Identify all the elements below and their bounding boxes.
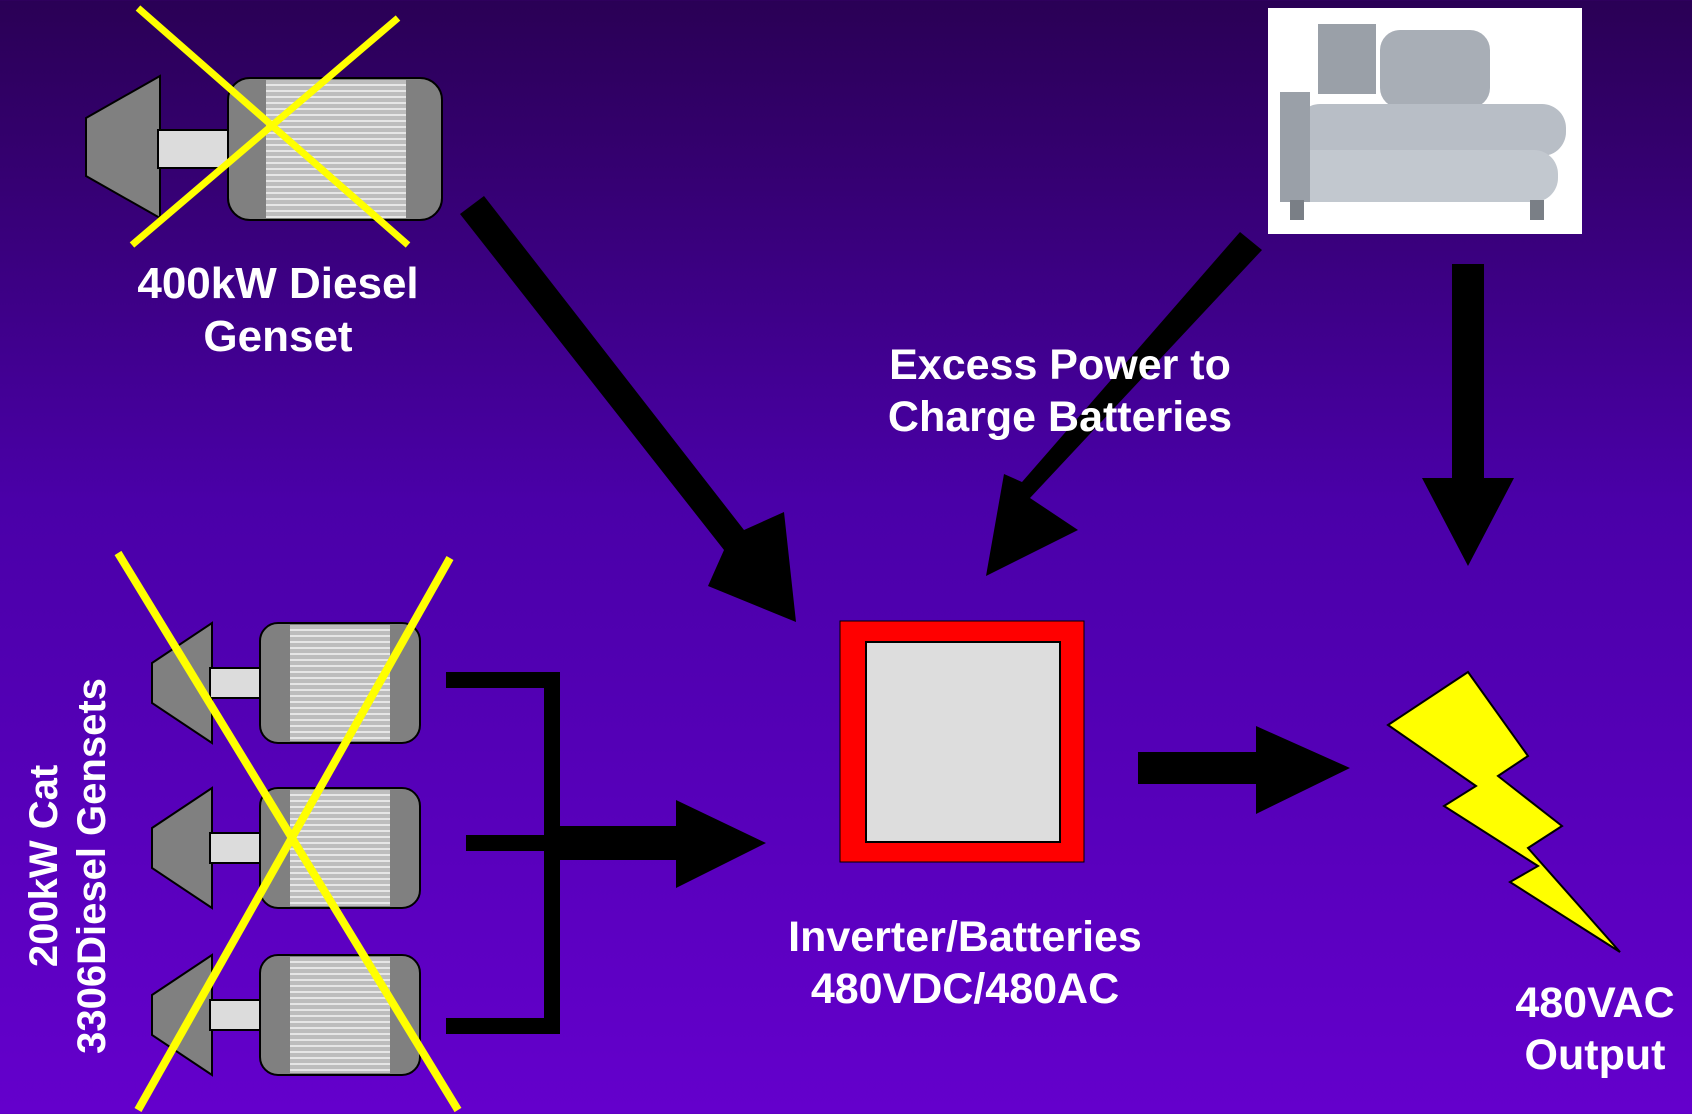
label-line: 3306Diesel Gensets <box>70 678 114 1054</box>
label-line: 400kW Diesel <box>137 259 419 308</box>
label-line: Charge Batteries <box>887 392 1233 441</box>
gensets-200kw-label: 200kW Cat 3306Diesel Gensets <box>20 636 116 1096</box>
cross-out-icon <box>129 5 411 248</box>
cross-out-icon <box>114 550 462 1113</box>
chiller-unit-image <box>1268 8 1582 234</box>
output-label: 480VAC Output <box>1480 978 1692 1081</box>
inverter-battery-box <box>839 620 1085 863</box>
label-line: Output <box>1524 1030 1666 1079</box>
label-line: 480VAC <box>1515 979 1675 1027</box>
label-line: 200kW Cat <box>22 764 66 968</box>
label-line: Excess Power to <box>889 341 1231 389</box>
arrow-inverter-to-output-icon <box>1138 726 1350 814</box>
lightning-bolt-icon <box>1386 670 1621 953</box>
genset-400kw-icon <box>85 74 443 221</box>
genset-400kw-label: 400kW Diesel Genset <box>108 258 448 364</box>
inverter-label: Inverter/Batteries 480VDC/480AC <box>750 912 1180 1015</box>
label-line: Genset <box>203 311 353 361</box>
arrow-chiller-to-output-icon <box>1422 264 1514 566</box>
label-line: Inverter/Batteries <box>788 913 1142 961</box>
label-line: 480VDC/480AC <box>810 964 1120 1013</box>
excess-power-label: Excess Power to Charge Batteries <box>840 340 1280 443</box>
arrow-excess-power-icon <box>986 232 1262 576</box>
arrow-gensets-to-inverter-icon <box>552 800 766 888</box>
arrow-400kw-to-inverter-icon <box>460 196 796 622</box>
bus-connector <box>446 672 560 1034</box>
